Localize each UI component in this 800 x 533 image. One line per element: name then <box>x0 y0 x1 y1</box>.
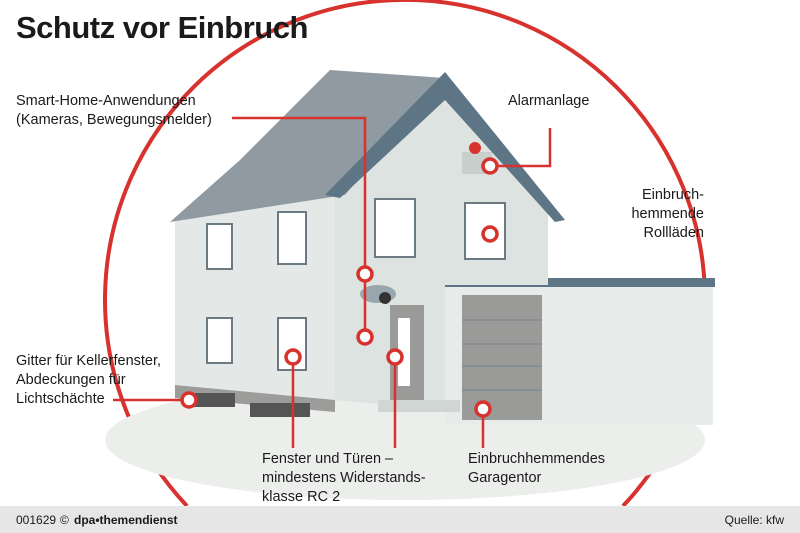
label-fenster: Fenster und Türen – mindestens Widerstan… <box>262 451 426 505</box>
garage-door <box>462 295 542 420</box>
footer: 001629 © dpa•themendienst Quelle: kfw <box>0 506 800 533</box>
label-garage: Einbruchhemmendes Garagentor <box>468 451 606 486</box>
light-shaft <box>185 393 235 407</box>
roof <box>170 70 445 222</box>
house-side <box>175 195 335 400</box>
label-alarm: Alarmanlage <box>508 93 590 109</box>
garage-roof <box>443 278 715 287</box>
label-rollladen: Einbruch- hemmende Rollläden <box>631 187 704 241</box>
brand: dpa•themendienst <box>74 513 178 527</box>
marker-circles <box>180 157 499 418</box>
label-gitter: Gitter für Kellerfenster, Abdeckungen fü… <box>16 353 162 407</box>
copyright: © <box>60 513 69 527</box>
page-title: Schutz vor Einbruch <box>16 10 308 45</box>
graphic-id: 001629 <box>16 513 57 527</box>
label-smart-home: Smart-Home-Anwendungen (Kameras, Bewegun… <box>16 93 212 128</box>
source: Quelle: kfw <box>724 513 784 527</box>
